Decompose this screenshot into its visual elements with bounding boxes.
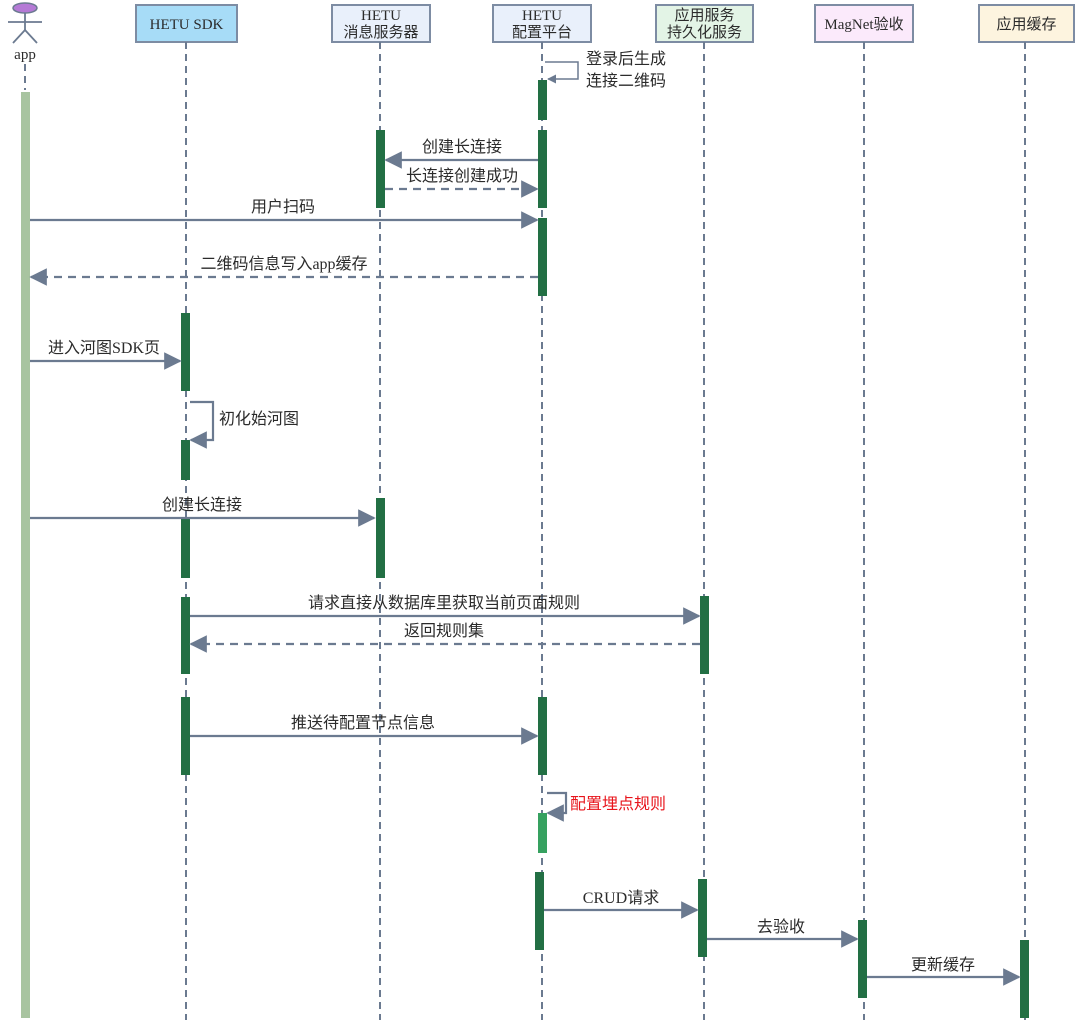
- message-enter-sdk-page: 进入河图SDK页: [30, 339, 182, 370]
- message-update-cache: 更新缓存: [867, 956, 1021, 986]
- message-label: 初化始河图: [219, 410, 299, 428]
- participant-persistence: 应用服务 持久化服务: [655, 4, 754, 43]
- message-long-connection-success: 长连接创建成功: [385, 167, 539, 198]
- activation-sdk-3: [181, 518, 190, 578]
- message-label: 配置埋点规则: [570, 795, 666, 813]
- activation-msg-1: [376, 130, 385, 208]
- message-push-node-info: 推送待配置节点信息: [190, 714, 539, 745]
- message-request-page-rules: 请求直接从数据库里获取当前页面规则: [190, 594, 701, 625]
- message-write-qr-to-cache: 二维码信息写入app缓存: [29, 255, 538, 286]
- message-init-hetu: 初化始河图: [189, 400, 299, 449]
- message-label: 用户扫码: [251, 198, 315, 216]
- participant-sdk: HETU SDK: [135, 4, 238, 43]
- message-go-verify: 去验收: [707, 918, 859, 948]
- message-label: 推送待配置节点信息: [291, 714, 435, 732]
- activation-cache-1: [1020, 940, 1029, 1018]
- self-call-arrow: [546, 791, 568, 822]
- actor-label: app: [14, 47, 36, 63]
- message-label-line1: 登录后生成: [586, 50, 666, 68]
- message-label: 更新缓存: [911, 956, 975, 974]
- message-label: 返回规则集: [404, 622, 484, 640]
- message-create-long-connection-1: 创建长连接: [384, 138, 538, 169]
- activation-config-2: [538, 130, 547, 208]
- participant-magnet: MagNet验收: [814, 4, 914, 43]
- self-call-arrow: [545, 61, 579, 84]
- activation-magnet-1: [858, 920, 867, 998]
- participant-magnet-label: MagNet验收: [824, 16, 903, 33]
- activation-bars: [181, 80, 1029, 1018]
- message-label: 二维码信息写入app缓存: [200, 255, 367, 273]
- activation-persist-2: [698, 879, 707, 957]
- participant-msg-server-label-line2: 消息服务器: [343, 24, 418, 41]
- message-create-long-connection-2: 创建长连接: [30, 496, 376, 527]
- participant-persistence-label-line1: 应用服务: [674, 6, 734, 24]
- actor-app: app: [8, 2, 42, 63]
- activation-config-4: [538, 697, 547, 775]
- activation-config-6: [535, 872, 544, 950]
- message-label: 进入河图SDK页: [48, 339, 160, 357]
- self-call-arrow: [189, 400, 215, 449]
- activation-sdk-4: [181, 597, 190, 674]
- actor-leg-left: [12, 29, 26, 44]
- activation-persist-1: [700, 596, 709, 674]
- message-label: 创建长连接: [162, 496, 242, 514]
- participant-sdk-label: HETU SDK: [150, 17, 224, 33]
- message-label: 创建长连接: [422, 138, 502, 156]
- message-user-scan: 用户扫码: [30, 198, 539, 229]
- message-login-generate-qr: 登录后生成 连接二维码: [545, 50, 666, 90]
- participant-config-platform-label-line1: HETU: [522, 8, 562, 24]
- message-label: 去验收: [757, 918, 805, 936]
- participant-msg-server: HETU 消息服务器: [331, 4, 431, 43]
- message-configure-tracking-rules: 配置埋点规则: [546, 791, 666, 822]
- activation-config-5: [538, 813, 547, 853]
- activation-config-3: [538, 218, 547, 296]
- activation-app: [21, 92, 30, 1018]
- message-label: 请求直接从数据库里获取当前页面规则: [308, 594, 580, 612]
- activation-sdk-2: [181, 440, 190, 480]
- participant-msg-server-label-line1: HETU: [361, 8, 401, 24]
- participant-persistence-label-line2: 持久化服务: [667, 24, 742, 41]
- actor-head-icon: [12, 2, 38, 14]
- activation-msg-2: [376, 498, 385, 578]
- activation-config-1: [538, 80, 547, 120]
- message-label: CRUD请求: [583, 889, 659, 907]
- message-label-line2: 连接二维码: [586, 72, 666, 90]
- activation-sdk-5: [181, 697, 190, 775]
- message-label: 长连接创建成功: [406, 167, 518, 185]
- message-return-rule-set: 返回规则集: [189, 622, 700, 653]
- activation-sdk-1: [181, 313, 190, 391]
- lifelines: [185, 42, 1026, 1020]
- participant-app-cache: 应用缓存: [978, 4, 1075, 43]
- participant-app-cache-label: 应用缓存: [996, 15, 1056, 33]
- participant-config-platform: HETU 配置平台: [492, 4, 592, 43]
- actor-leg-right: [24, 29, 38, 44]
- participant-config-platform-label-line2: 配置平台: [512, 24, 572, 41]
- message-crud-request: CRUD请求: [544, 889, 699, 919]
